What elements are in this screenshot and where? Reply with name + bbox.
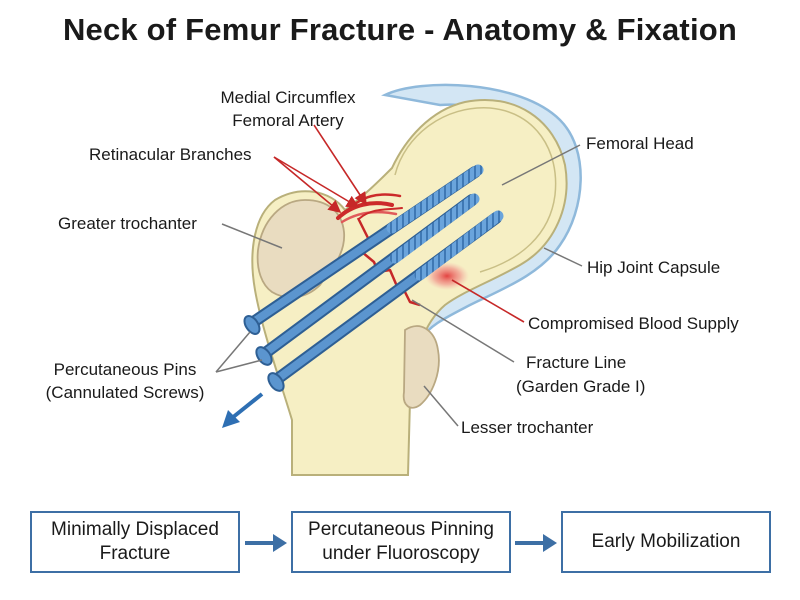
leader-hip-capsule: [543, 247, 583, 267]
flow-step-2-line-1: Percutaneous Pinning: [308, 519, 494, 540]
flow-step-percutaneous-pinning: Percutaneous Pinning under Fluoroscopy: [291, 511, 511, 573]
cannulated-screw-1: [243, 164, 484, 335]
flow-step-early-mobilization: Early Mobilization: [561, 511, 771, 573]
label-garden-grade: (Garden Grade I): [516, 377, 645, 396]
label-medial-circumflex-1: Medial Circumflex: [220, 88, 356, 107]
flow-step-1-line-2: Fracture: [99, 543, 171, 564]
cannulated-screw-2: [255, 193, 480, 366]
flow-step-1-line-1: Minimally Displaced: [51, 519, 219, 540]
leader-fracture-line: [411, 299, 515, 363]
page-title: Neck of Femur Fracture - Anatomy & Fixat…: [62, 12, 738, 47]
flow-arrow-1: [245, 534, 287, 552]
leader-retinacular-1: [273, 156, 342, 214]
leader-lesser-trochanter: [423, 385, 459, 427]
label-medial-circumflex-2: Femoral Artery: [232, 111, 344, 130]
label-percutaneous-pins-2: (Cannulated Screws): [46, 383, 205, 402]
label-hip-joint-capsule: Hip Joint Capsule: [587, 258, 720, 277]
leader-retinacular-2: [273, 156, 360, 208]
leader-pins-1: [215, 331, 251, 373]
label-lesser-trochanter: Lesser trochanter: [461, 418, 594, 437]
label-compromised-blood-supply: Compromised Blood Supply: [528, 314, 739, 333]
flow-step-3-label: Early Mobilization: [591, 531, 741, 552]
leader-femoral-head: [501, 144, 581, 186]
leader-compromised: [451, 279, 525, 323]
leader-greater-trochanter: [221, 223, 283, 249]
leader-medial-circumflex: [313, 124, 367, 206]
flow-arrow-2: [515, 534, 557, 552]
flow-step-minimally-displaced: Minimally Displaced Fracture: [30, 511, 240, 573]
cannulated-screw-3: [267, 210, 504, 392]
leader-pins-2: [215, 359, 263, 373]
femoral-head-rim: [394, 107, 557, 273]
label-percutaneous-pins-1: Percutaneous Pins: [54, 360, 197, 379]
label-femoral-head: Femoral Head: [586, 134, 694, 153]
flow-step-2-line-2: under Fluoroscopy: [322, 543, 480, 564]
label-retinacular-branches: Retinacular Branches: [89, 145, 252, 164]
insertion-arrow: [230, 392, 264, 420]
insertion-arrowhead: [222, 410, 240, 428]
label-greater-trochanter: Greater trochanter: [58, 214, 197, 233]
lesser-trochanter: [402, 325, 440, 409]
label-fracture-line: Fracture Line: [526, 353, 626, 372]
